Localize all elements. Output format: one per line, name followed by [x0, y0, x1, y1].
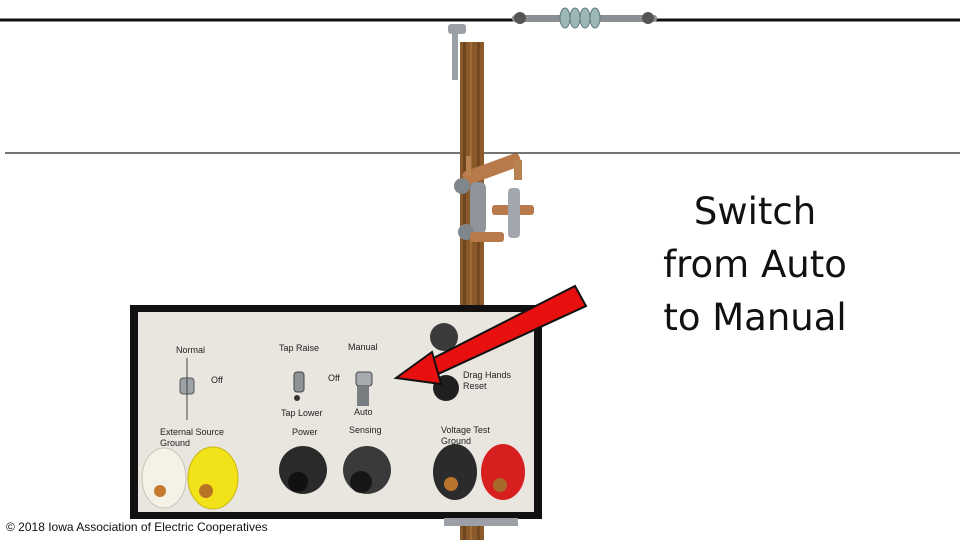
callout-line-3: to Manual [663, 296, 847, 339]
label-power: Power [292, 427, 318, 437]
terminal-white-icon[interactable] [141, 447, 187, 509]
label-drag-hands: Drag Hands [463, 370, 512, 380]
callout-text: Switch from Auto to Manual [640, 185, 870, 344]
pole-bracket [444, 518, 518, 526]
label-external-source: External Source [160, 427, 224, 437]
label-voltage-test: Voltage Test [441, 425, 490, 435]
callout-line-1: Switch [693, 190, 817, 233]
fuse-holder-sensing-icon[interactable] [343, 446, 391, 494]
toggle-switch-manual-auto[interactable] [355, 371, 373, 387]
toggle-switch-tap[interactable] [293, 371, 305, 393]
label-off-mid: Off [328, 373, 340, 383]
label-ground-left: Ground [160, 438, 190, 448]
terminal-yellow-icon[interactable] [187, 446, 239, 510]
label-tap-lower: Tap Lower [281, 408, 323, 418]
top-insulator-icon [448, 7, 657, 34]
callout-line-2: from Auto [663, 243, 847, 286]
label-off-left: Off [211, 375, 223, 385]
terminal-red-icon[interactable] [481, 444, 525, 500]
red-arrow-icon [393, 284, 588, 386]
label-normal: Normal [176, 345, 205, 355]
fuse-holder-power-icon[interactable] [279, 446, 327, 494]
cutout-hardware-icon [454, 153, 534, 242]
label-ground-right: Ground [441, 436, 471, 446]
label-sensing: Sensing [349, 425, 382, 435]
label-manual: Manual [348, 342, 378, 352]
label-tap-raise: Tap Raise [279, 343, 319, 353]
label-reset: Reset [463, 381, 487, 391]
label-auto: Auto [354, 407, 373, 417]
copyright-notice: © 2018 Iowa Association of Electric Coop… [6, 520, 268, 534]
drag-hands-reset-knob[interactable] [430, 323, 458, 351]
terminal-black-icon[interactable] [433, 444, 477, 500]
